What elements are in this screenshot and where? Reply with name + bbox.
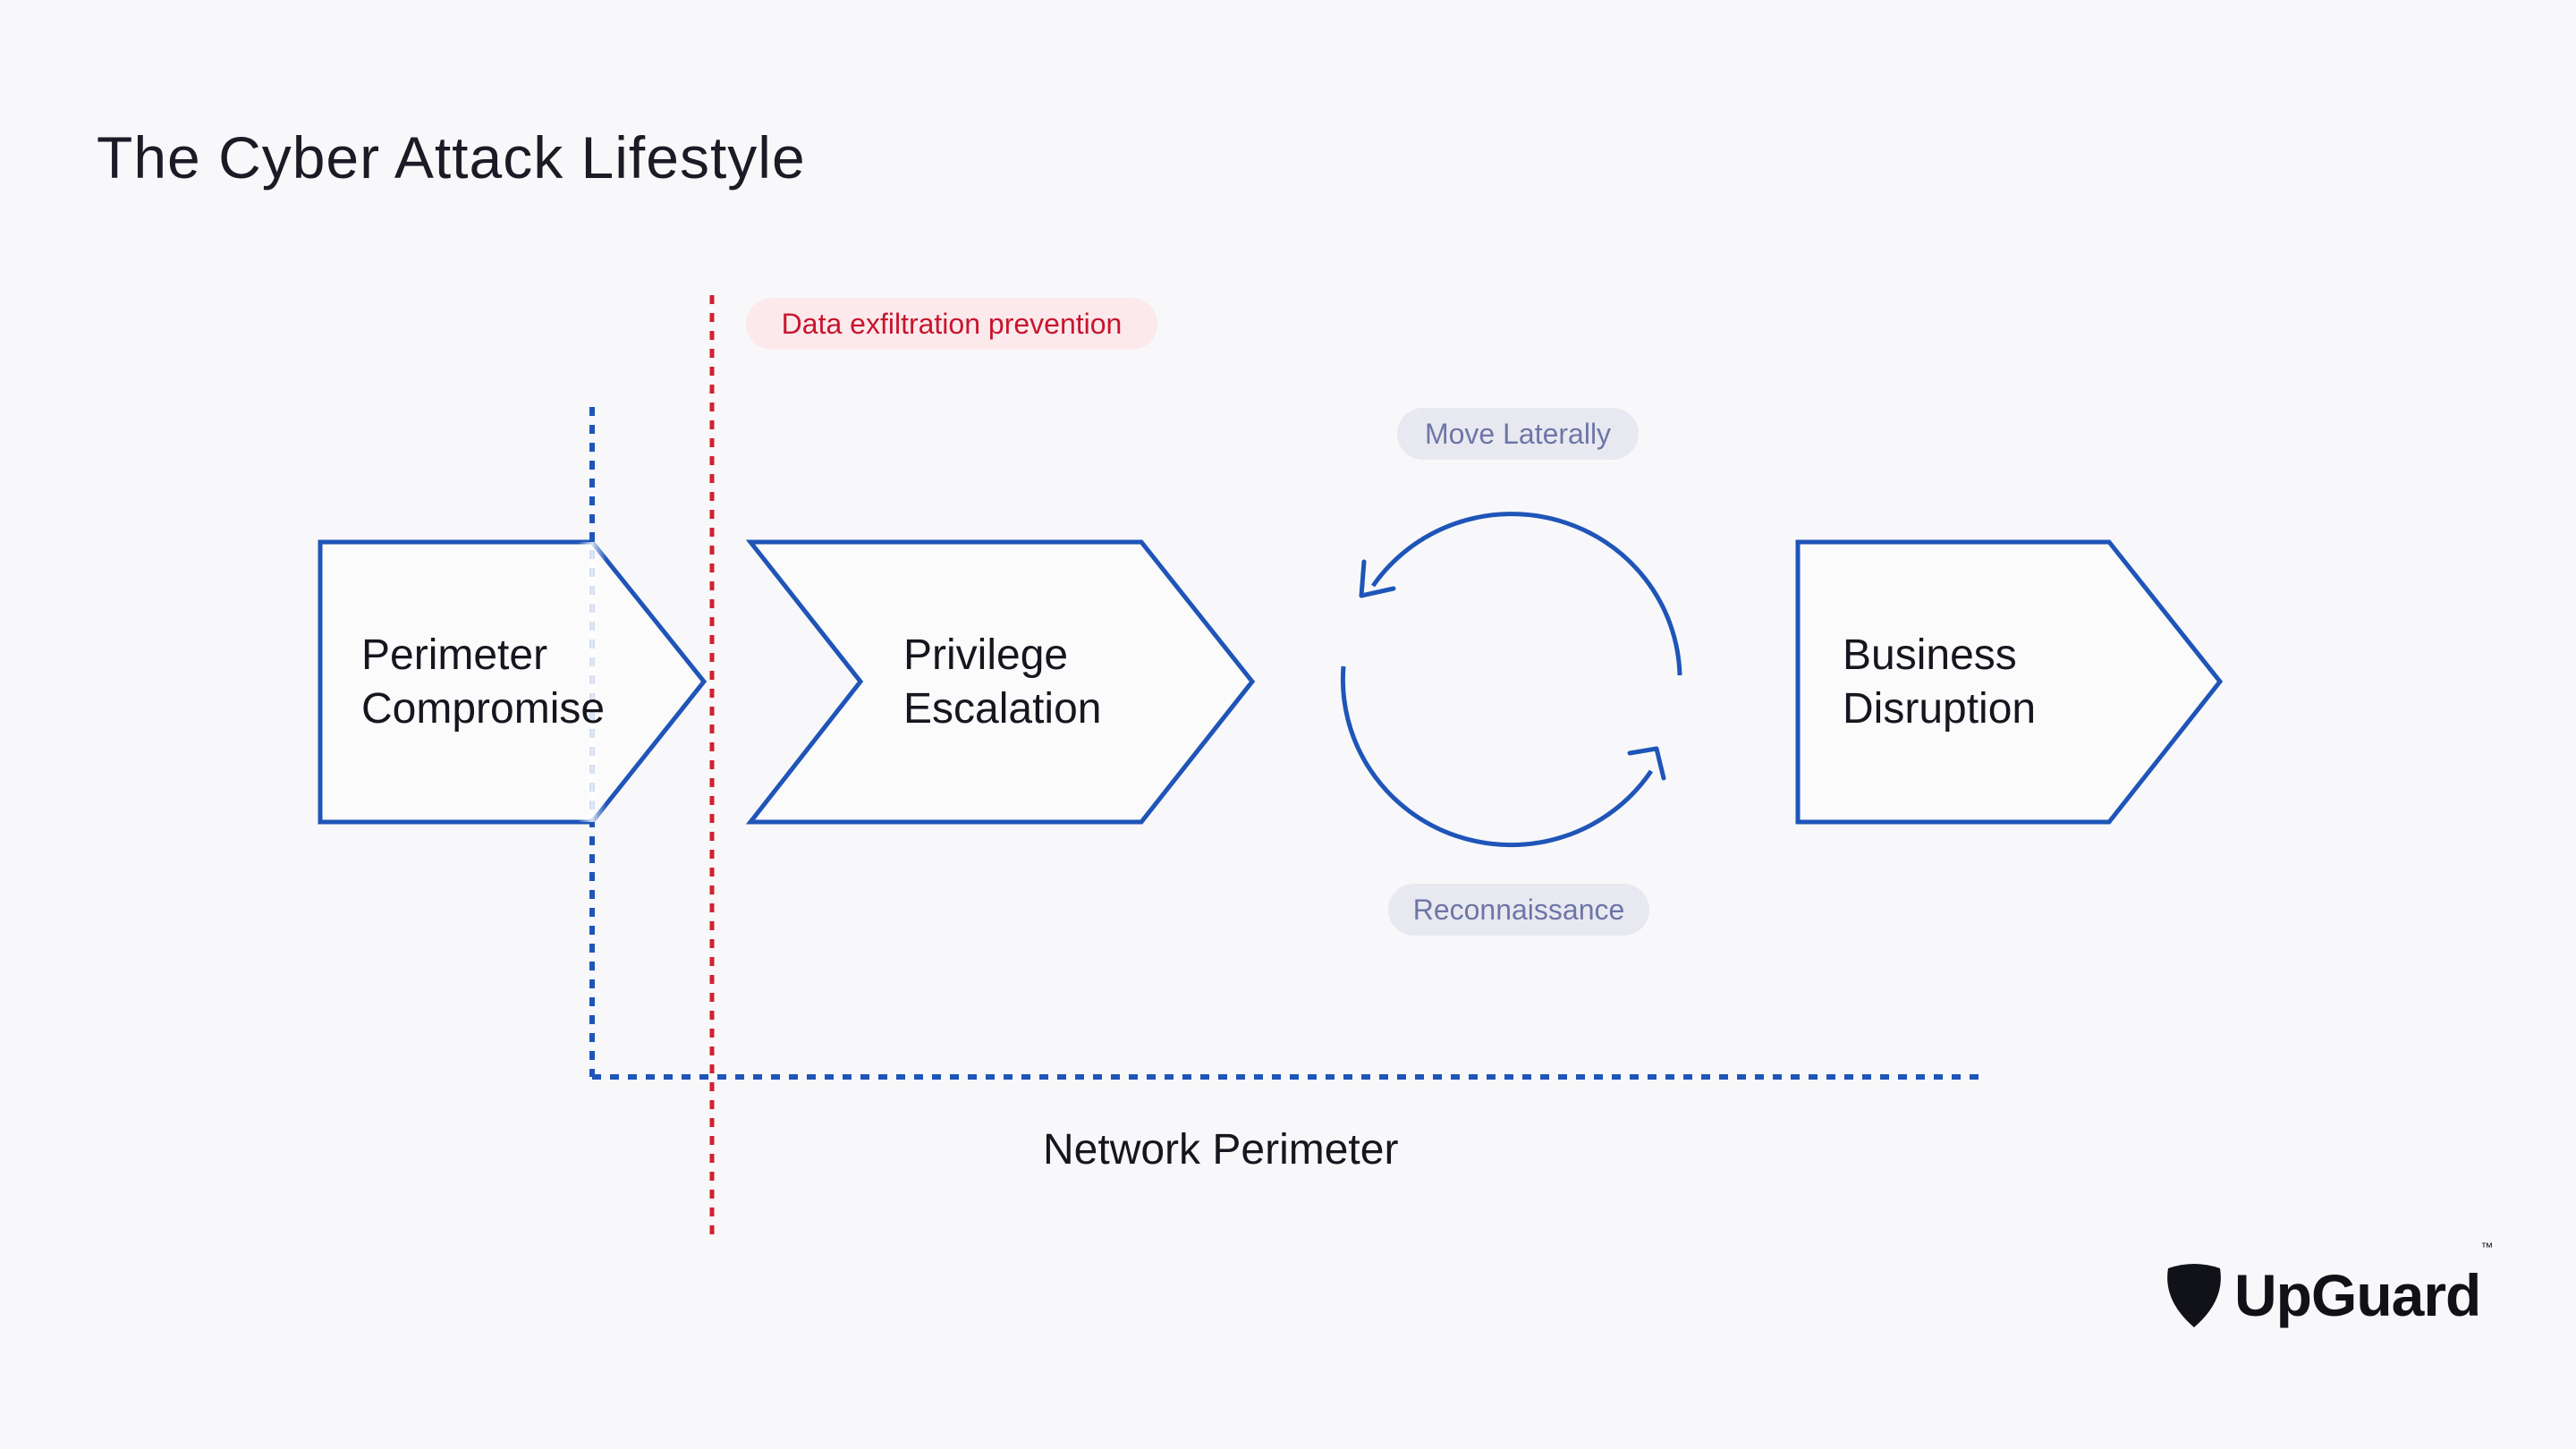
- upguard-name: UpGuard: [2234, 1262, 2481, 1328]
- step-privilege-escalation-line1: Privilege: [903, 631, 1069, 679]
- step-privilege-escalation-label: Privilege Escalation: [903, 629, 1101, 736]
- step-privilege-escalation-shape: [745, 539, 1256, 825]
- step-perimeter-compromise-line2: Compromise: [361, 685, 606, 733]
- upguard-wordmark: UpGuard ™: [2234, 1240, 2493, 1329]
- upguard-shield-icon: [2167, 1264, 2221, 1327]
- step-business-disruption-line1: Business: [1843, 631, 2017, 679]
- data-exfiltration-prevention-badge: Data exfiltration prevention: [746, 298, 1157, 350]
- move-laterally-badge: Move Laterally: [1397, 408, 1639, 460]
- lateral-movement-cycle: [1340, 512, 1682, 848]
- step-business-disruption-line2: Disruption: [1843, 685, 2037, 733]
- perimeter-crossing-fade: [578, 542, 606, 822]
- cycle-arrow-top-head-icon: [1359, 559, 1396, 598]
- network-perimeter-label: Network Perimeter: [1043, 1126, 1399, 1174]
- cycle-arrow-bottom-head-icon: [1627, 746, 1666, 781]
- cycle-arrow-top: [1370, 512, 1682, 676]
- diagram-title: The Cyber Attack Lifestyle: [97, 124, 806, 191]
- cycle-arrow-bottom: [1340, 665, 1654, 848]
- reconnaissance-badge: Reconnaissance: [1388, 884, 1649, 936]
- network-perimeter-boundary: [589, 407, 1987, 1080]
- step-business-disruption-label: Business Disruption: [1843, 629, 2036, 736]
- step-perimeter-compromise-label: Perimeter Compromise: [361, 629, 605, 736]
- step-perimeter-compromise-line1: Perimeter: [361, 631, 548, 679]
- step-perimeter-compromise-shape: [318, 539, 708, 825]
- step-business-disruption-shape: [1795, 539, 2224, 825]
- step-privilege-escalation-line2: Escalation: [903, 685, 1102, 733]
- upguard-trademark: ™: [2480, 1240, 2493, 1254]
- upguard-logo: UpGuard ™: [2165, 1240, 2493, 1331]
